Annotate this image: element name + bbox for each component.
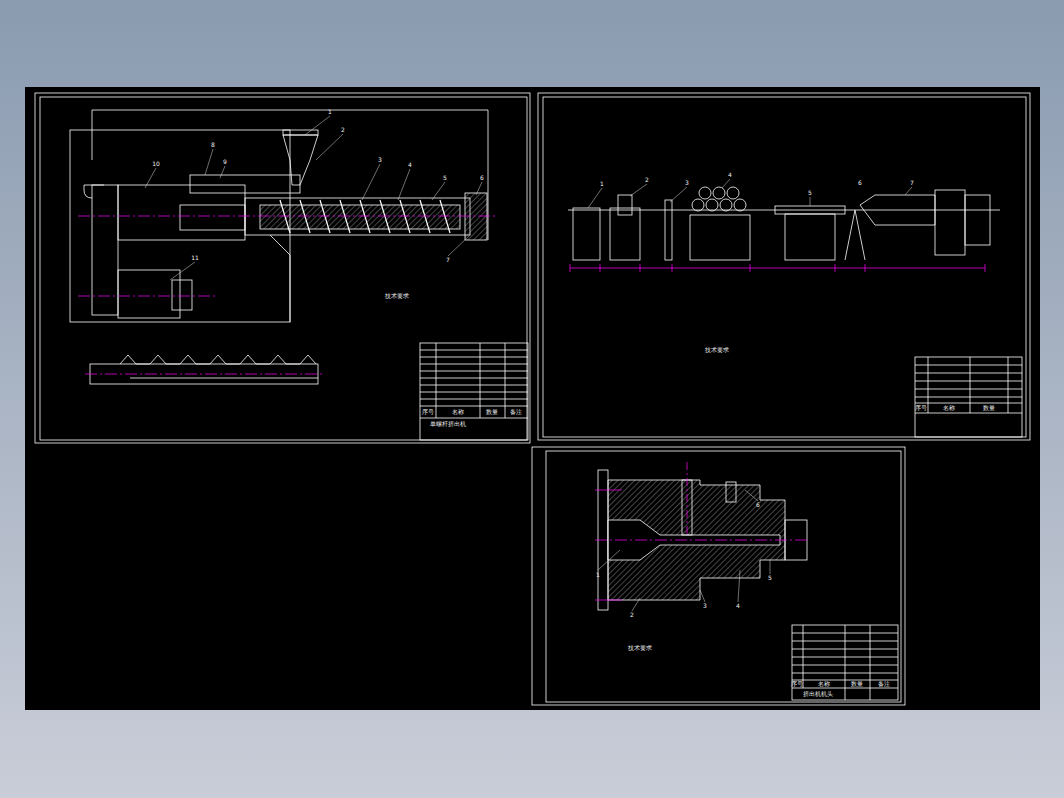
drawing-text: 数量 [983,405,995,411]
callout-number: 1 [328,109,332,115]
callout-number: 7 [446,257,450,263]
callout-number: 3 [378,157,382,163]
callout-number: 1 [600,181,604,187]
callout-number: 7 [910,180,914,186]
callout-number: 2 [630,612,634,618]
callout-number: 3 [703,603,707,609]
drawing-text: 挤出机机头 [803,691,833,697]
callout-number: 2 [341,127,345,133]
drawing-text: 备注 [878,681,890,687]
drawing-text: 备注 [510,409,522,415]
drawing-text: 数量 [851,681,863,687]
callout-number: 1 [596,572,600,578]
callout-number: 6 [480,175,484,181]
callout-number: 10 [152,161,160,167]
callout-number: 6 [858,180,862,186]
drawing-text: 名称 [943,405,955,411]
drawing-text: 技术要求 [705,347,729,353]
drawing-text: 序号 [915,405,927,411]
drawing-text: 序号 [791,681,803,687]
drawing-text: 名称 [818,681,830,687]
drawing-text: 序号 [422,409,434,415]
callout-number: 8 [211,142,215,148]
callout-number: 6 [756,502,760,508]
callout-number: 3 [685,180,689,186]
callout-number: 11 [191,255,199,261]
callout-number: 2 [645,177,649,183]
callout-number: 5 [768,575,772,581]
drawing-text: 单螺杆挤出机 [430,421,466,427]
drawing-text: 技术要求 [385,293,409,299]
drawing-text: 名称 [452,409,464,415]
drawing-text: 数量 [486,409,498,415]
callout-number: 5 [808,190,812,196]
callout-number: 4 [408,162,412,168]
callout-number: 5 [443,175,447,181]
callout-number: 9 [223,159,227,165]
callout-number: 4 [728,172,732,178]
drawing-text: 技术要求 [628,645,652,651]
callout-number: 4 [736,603,740,609]
